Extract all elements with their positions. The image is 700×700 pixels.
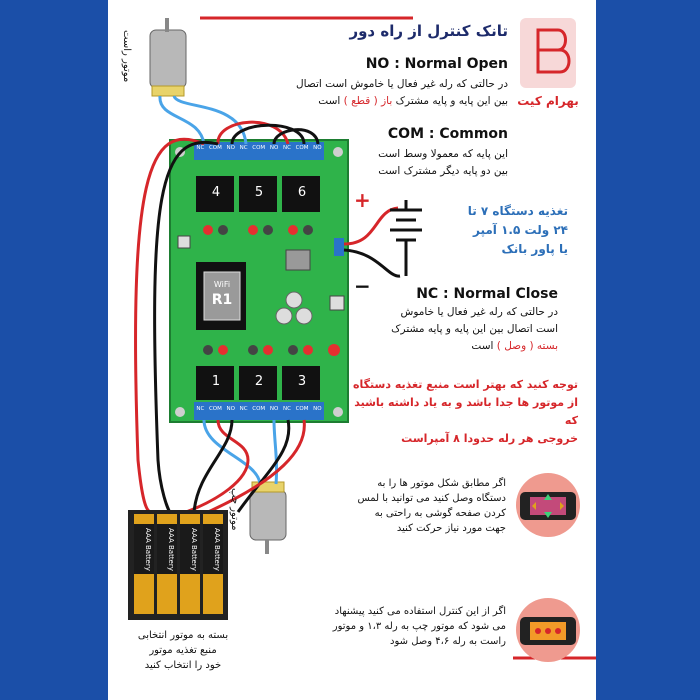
relay-2-label: 2 bbox=[254, 374, 264, 389]
tip-line: راست به رله ۴،۶ وصل شود bbox=[390, 636, 506, 647]
pin-label: COM bbox=[208, 145, 222, 151]
page-title: تانک کنترل از راه دور bbox=[349, 22, 508, 40]
pin-label: NO bbox=[269, 406, 279, 412]
relay-1-label: 1 bbox=[211, 374, 221, 389]
motor-left-label: موتور چپ bbox=[229, 488, 240, 531]
relay-6-label: 6 bbox=[297, 185, 307, 200]
no-description: در حالتی که رله غیر فعال یا خاموش است ات… bbox=[228, 76, 508, 110]
nc-line: است اتصال بین این پایه و پایه مشترک bbox=[391, 323, 558, 335]
module-name-label: R1 bbox=[211, 292, 233, 308]
battery-pack bbox=[128, 510, 228, 620]
com-line: بین دو پایه دیگر مشترک است bbox=[378, 165, 508, 177]
phone-control-icon-2 bbox=[516, 598, 580, 662]
battery-note-line: خود را انتخاب کنید bbox=[144, 660, 222, 671]
no-line-2: بین این پایه و پایه مشترک باز ( قطع ) اس… bbox=[318, 95, 508, 107]
tip-line: دستگاه وصل کنید می توانید با لمس bbox=[357, 493, 506, 504]
pin-label: COM bbox=[295, 145, 309, 151]
tip-1: اگر مطابق شکل موتور ها را به دستگاه وصل … bbox=[328, 476, 506, 536]
battery-label: AAA Battery bbox=[190, 528, 198, 571]
pin-label: NC bbox=[282, 145, 291, 151]
right-motor bbox=[149, 18, 187, 97]
nc-line: در حالتی که رله غیر فعال یا خاموش bbox=[400, 306, 559, 318]
battery-label: AAA Battery bbox=[213, 528, 221, 571]
pin-label: COM bbox=[252, 406, 266, 412]
pin-label: NC bbox=[196, 145, 205, 151]
battery-note-line: منبع تغذیه موتور bbox=[149, 645, 217, 656]
no-highlight: باز ( قطع ) bbox=[343, 95, 393, 107]
logo-mark bbox=[520, 18, 576, 88]
tip-line: اگر مطابق شکل موتور ها را به bbox=[377, 478, 506, 489]
logo-brand: بهرام کیت bbox=[517, 94, 579, 108]
no-heading: NO : Normal Open bbox=[365, 56, 508, 72]
pin-label: NO bbox=[226, 145, 235, 151]
com-line: این پایه که معمولا وسط است bbox=[378, 148, 508, 160]
nc-line-3: بسته ( وصل ) است bbox=[471, 340, 558, 352]
warning-line: خروجی هر رله حدودا ۸ آمپراست bbox=[401, 432, 578, 445]
relay-4-label: 4 bbox=[211, 185, 221, 200]
com-description: این پایه که معمولا وسط است بین دو پایه د… bbox=[328, 146, 508, 180]
pin-label: NO bbox=[226, 406, 235, 412]
pin-label: NC bbox=[239, 145, 248, 151]
nc-heading: NC : Normal Close bbox=[416, 286, 558, 302]
relay-3-label: 3 bbox=[297, 374, 307, 389]
tip-line: کردن صفحه گوشی به راحتی به bbox=[374, 508, 506, 519]
wiring-diagram bbox=[128, 16, 596, 662]
tip-line: می شود که موتور چپ به رله ۱،۳ و موتور bbox=[332, 621, 506, 632]
no-line: در حالتی که رله غیر فعال یا خاموش است ات… bbox=[296, 78, 508, 90]
warning-line: از موتور ها جدا باشد و به یاد داشته باشی… bbox=[354, 396, 578, 427]
nc-highlight: بسته ( وصل ) bbox=[496, 340, 558, 352]
pin-label: NC bbox=[282, 406, 291, 412]
warning-line: توجه کنید که بهتر است منبع تغذیه دستگاه bbox=[353, 378, 578, 391]
pin-label: COM bbox=[208, 406, 222, 412]
motor-right-label: موتور راست bbox=[121, 30, 132, 83]
pin-label: NC bbox=[239, 406, 248, 412]
nc-description: در حالتی که رله غیر فعال یا خاموش است ات… bbox=[298, 304, 558, 355]
relay-board bbox=[169, 139, 349, 423]
pin-label: NO bbox=[313, 406, 322, 412]
pin-label: NC bbox=[196, 406, 205, 412]
battery-label: AAA Battery bbox=[144, 528, 152, 571]
pin-label: COM bbox=[295, 406, 309, 412]
battery-note: بسته به موتور انتخابی منبع تغذیه موتور خ… bbox=[108, 628, 258, 673]
power-line: ۲۴ ولت ۱.۵ آمپر bbox=[473, 223, 568, 237]
pin-label: NO bbox=[313, 145, 322, 151]
tip-2: اگر از این کنترل استفاده می کنید پیشنهاد… bbox=[288, 604, 506, 649]
poster-page: 4 5 6 1 2 3 WiFi R1 NC COM NO NC COM NO … bbox=[108, 0, 596, 700]
left-motor bbox=[249, 481, 287, 554]
power-line: یا پاور بانک bbox=[501, 242, 568, 256]
phone-control-icon-1 bbox=[516, 473, 580, 537]
power-line: تغذیه دستگاه ۷ تا bbox=[467, 204, 568, 218]
bottom-pin-row: NC COM NO NC COM NO NC COM NO bbox=[194, 406, 324, 412]
battery-note-line: بسته به موتور انتخابی bbox=[137, 630, 229, 641]
tip-line: جهت مورد نیاز حرکت کنید bbox=[396, 523, 506, 534]
power-description: تغذیه دستگاه ۷ تا ۲۴ ولت ۱.۵ آمپر یا پاو… bbox=[438, 202, 568, 259]
power-minus: − bbox=[354, 274, 371, 298]
pin-label: COM bbox=[252, 145, 266, 151]
power-plus: + bbox=[354, 188, 371, 212]
tip-line: اگر از این کنترل استفاده می کنید پیشنهاد bbox=[334, 606, 506, 617]
pin-label: NO bbox=[269, 145, 279, 151]
top-pin-row: NC COM NO NC COM NO NC COM NO bbox=[194, 145, 324, 151]
com-heading: COM : Common bbox=[387, 126, 508, 142]
module-wifi-label: WiFi bbox=[213, 280, 231, 289]
battery-label: AAA Battery bbox=[167, 528, 175, 571]
relay-5-label: 5 bbox=[254, 185, 264, 200]
warning-note: توجه کنید که بهتر است منبع تغذیه دستگاه … bbox=[338, 376, 578, 448]
